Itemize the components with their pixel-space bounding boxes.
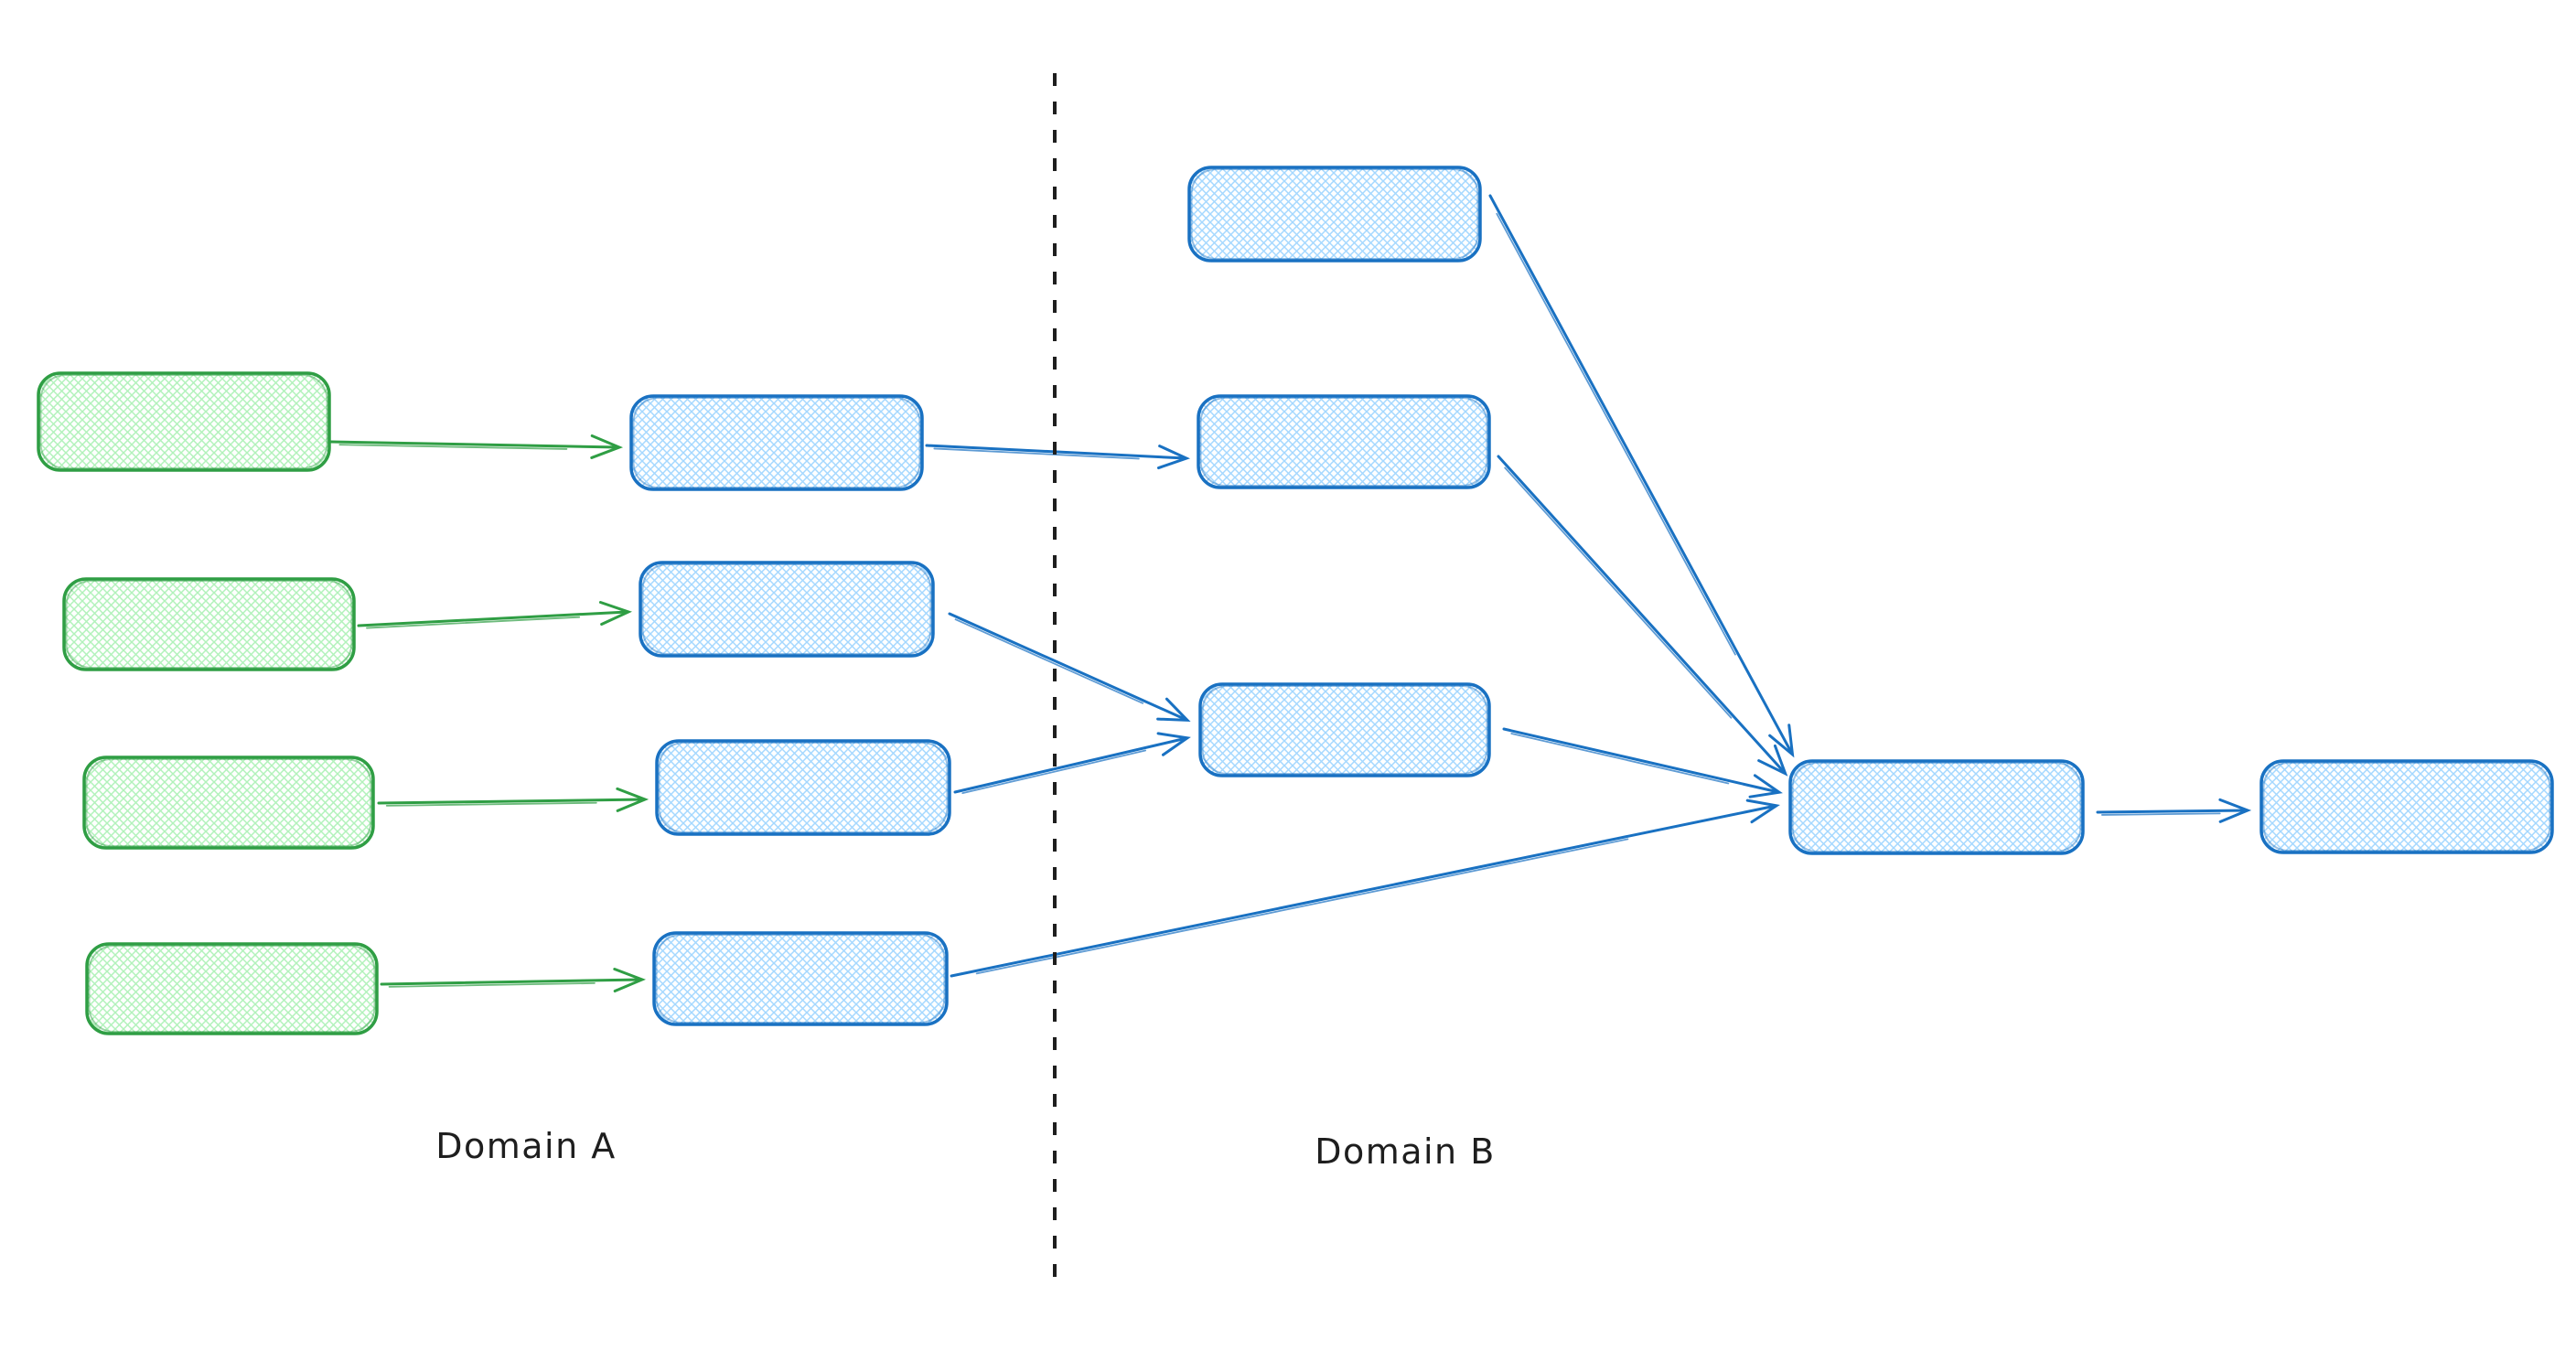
node-a-proc-1 bbox=[629, 394, 924, 491]
node-b-node-2 bbox=[1197, 394, 1491, 489]
node-a-proc-3 bbox=[655, 739, 951, 836]
domain-a-label: Domain A bbox=[435, 1126, 617, 1166]
edge-b-node-1-to-b-merge bbox=[1488, 194, 1792, 754]
node-a-src-3 bbox=[82, 756, 375, 850]
node-a-src-1 bbox=[37, 371, 331, 472]
node-a-proc-4 bbox=[652, 931, 949, 1026]
edge-b-node-3-to-b-merge bbox=[1502, 727, 1778, 792]
edge-a-src-2-to-a-proc-2 bbox=[357, 612, 628, 629]
edge-a-src-4-to-a-proc-4 bbox=[380, 980, 641, 987]
edge-a-proc-3-to-b-node-3 bbox=[953, 738, 1186, 795]
domain-b-label: Domain B bbox=[1315, 1131, 1496, 1172]
node-b-output bbox=[2259, 759, 2554, 854]
node-b-merge bbox=[1788, 759, 2085, 855]
nodes-layer bbox=[37, 166, 2554, 1035]
edge-a-proc-2-to-b-node-3 bbox=[948, 612, 1186, 720]
node-a-proc-2 bbox=[639, 561, 935, 658]
edges-layer bbox=[329, 194, 2247, 987]
edge-b-node-2-to-b-merge bbox=[1497, 455, 1785, 773]
edge-b-merge-to-b-output bbox=[2096, 810, 2247, 815]
node-b-node-1 bbox=[1187, 166, 1482, 263]
node-a-src-2 bbox=[62, 577, 356, 671]
edge-a-src-1-to-a-proc-1 bbox=[329, 442, 618, 449]
edge-a-src-3-to-a-proc-3 bbox=[377, 799, 644, 806]
edge-a-proc-4-to-b-merge bbox=[950, 806, 1776, 978]
node-a-src-4 bbox=[85, 942, 379, 1035]
node-b-node-3 bbox=[1198, 682, 1491, 777]
